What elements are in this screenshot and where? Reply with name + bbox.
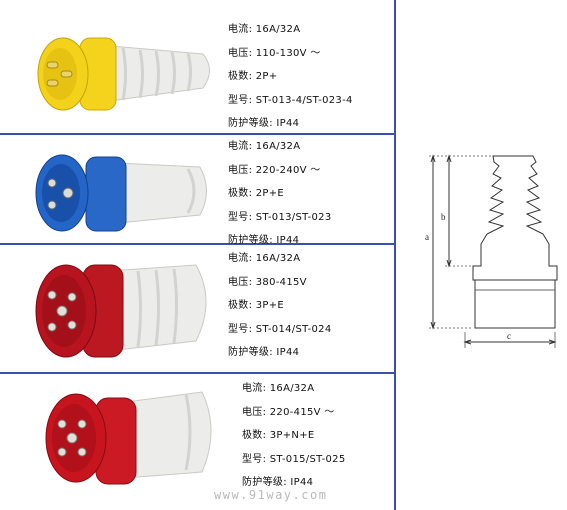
product-panel-blue: 电流: 16A/32A 电压: 220-240V ～ 极数: 2P+E 型号: … <box>0 135 396 246</box>
red-plug-image <box>35 264 207 358</box>
blue-plug-image <box>35 154 207 232</box>
spec-current: 电流: 16A/32A <box>228 24 301 35</box>
spec-protection: 防护等级: IP44 <box>228 347 300 358</box>
spec-poles: 极数: 2P+ <box>228 71 278 82</box>
spec-poles: 极数: 3P+E <box>228 300 285 311</box>
spec-voltage: 电压: 380-415V <box>228 276 307 288</box>
spec-protection: 防护等级: IP44 <box>228 118 300 129</box>
spec-model: 型号: ST-013-4/ST-023-4 <box>228 94 353 106</box>
product-panel-red-4pin: 电流: 16A/32A 电压: 380-415V 极数: 3P+E 型号: ST… <box>0 245 396 372</box>
dimension-label-a: a <box>425 232 429 242</box>
spec-voltage: 电压: 110-130V ～ <box>228 47 321 59</box>
dimension-diagram: a b c <box>425 154 558 348</box>
spec-list: 电流: 16A/32A 电压: 220-240V ～ 极数: 2P+E 型号: … <box>228 135 332 253</box>
spec-model: 型号: ST-013/ST-023 <box>228 211 332 223</box>
dimension-label-c: c <box>507 331 511 341</box>
product-panel-red-5pin: 电流: 16A/32A 电压: 220-415V ～ 极数: 3P+N+E 型号… <box>0 374 396 510</box>
spec-poles: 极数: 3P+N+E <box>242 430 315 441</box>
panel-border-right <box>394 0 396 510</box>
spec-list: 电流: 16A/32A 电压: 380-415V 极数: 3P+E 型号: ST… <box>228 247 332 365</box>
spec-poles: 极数: 2P+E <box>228 188 285 199</box>
spec-protection: 防护等级: IP44 <box>242 477 314 488</box>
yellow-plug-image <box>37 37 210 111</box>
panel-divider <box>0 372 396 374</box>
spec-protection: 防护等级: IP44 <box>228 235 300 246</box>
spec-model: 型号: ST-015/ST-025 <box>242 453 346 465</box>
spec-list: 电流: 16A/32A 电压: 110-130V ～ 极数: 2P+ 型号: S… <box>228 18 353 136</box>
panel-divider <box>0 133 396 135</box>
spec-voltage: 电压: 220-415V ～ <box>242 406 335 418</box>
panel-divider <box>0 243 396 245</box>
spec-list: 电流: 16A/32A 电压: 220-415V ～ 极数: 3P+N+E 型号… <box>242 377 346 495</box>
red-plug-image <box>45 391 212 485</box>
spec-current: 电流: 16A/32A <box>228 253 301 264</box>
dimension-label-b: b <box>441 212 446 222</box>
product-panel-yellow: 电流: 16A/32A 电压: 110-130V ～ 极数: 2P+ 型号: S… <box>0 0 396 133</box>
spec-current: 电流: 16A/32A <box>228 141 301 152</box>
spec-voltage: 电压: 220-240V ～ <box>228 164 321 176</box>
watermark: www.91way.com <box>214 488 328 502</box>
spec-current: 电流: 16A/32A <box>242 383 315 394</box>
spec-model: 型号: ST-014/ST-024 <box>228 323 332 335</box>
